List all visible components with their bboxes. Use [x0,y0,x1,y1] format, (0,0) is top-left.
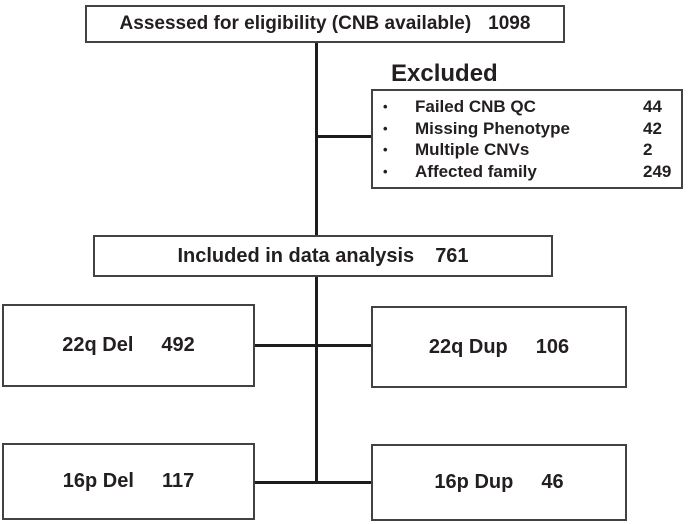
assessed-eligibility-count: 1098 [488,13,531,34]
excluded-item-count: 249 [643,162,672,182]
connector-16p-row [255,481,372,484]
assessed-eligibility-label: Assessed for eligibility (CNB available) [119,13,472,34]
connector-to-excluded-box [317,135,371,138]
excluded-item-count: 2 [643,140,653,160]
connector-22q-row [255,344,372,347]
excluded-item-multiple-cnvs: • Multiple CNVs 2 [383,139,677,160]
excluded-item-missing-phenotype: • Missing Phenotype 42 [383,118,677,139]
group-box-22q-dup: 22q Dup 106 [371,306,627,388]
assessed-eligibility-box: Assessed for eligibility (CNB available)… [85,5,565,43]
group-label: 22q Del [62,334,134,356]
group-count: 106 [535,335,570,358]
excluded-item-affected-family: • Affected family 249 [383,161,677,182]
included-analysis-box: Included in data analysis 761 [93,235,553,277]
group-count: 492 [161,334,195,356]
group-box-16p-del: 16p Del 117 [2,443,255,520]
excluded-item-count: 42 [643,118,662,138]
bullet-icon: • [383,98,388,114]
group-count: 117 [161,470,195,492]
excluded-item-label: Missing Phenotype [415,118,570,138]
excluded-title: Excluded [391,60,498,87]
excluded-item-label: Multiple CNVs [415,140,530,160]
excluded-box: • Failed CNB QC 44 • Missing Phenotype 4… [371,89,683,189]
group-label: 16p Dup [434,471,514,493]
included-analysis-label: Included in data analysis [177,244,415,267]
bullet-icon: • [383,120,388,136]
excluded-item-count: 44 [643,96,662,116]
excluded-item-label: Affected family [415,162,537,182]
excluded-item-failed-cnb-qc: • Failed CNB QC 44 [383,96,677,117]
included-analysis-count: 761 [435,244,469,267]
group-box-22q-del: 22q Del 492 [2,304,255,387]
group-label: 16p Del [62,470,134,492]
group-count: 46 [541,471,564,493]
bullet-icon: • [383,142,388,158]
bullet-icon: • [383,164,388,180]
group-label: 22q Dup [428,335,508,358]
group-box-16p-dup: 16p Dup 46 [371,444,627,521]
excluded-item-label: Failed CNB QC [415,96,536,116]
